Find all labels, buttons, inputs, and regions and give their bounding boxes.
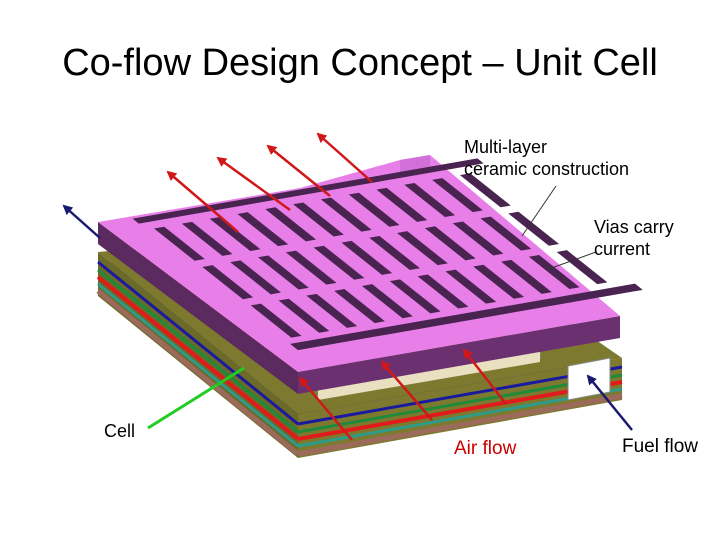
air-out-arrow (166, 170, 239, 233)
slot (285, 250, 337, 285)
fuel-out-arrow (62, 204, 101, 239)
slot (397, 231, 448, 266)
slot (341, 240, 393, 275)
manifold-slot (132, 158, 484, 224)
slot (556, 250, 608, 285)
slot (320, 197, 372, 232)
slot (306, 293, 358, 328)
slot (181, 221, 233, 256)
multilayer-leader-line (521, 185, 557, 237)
fuel-in-arrow (586, 374, 633, 431)
air-in-arrow (462, 348, 507, 405)
slot (424, 226, 476, 261)
slot (209, 217, 261, 252)
slot (445, 269, 497, 304)
air-out-arrow (266, 144, 331, 197)
fuel-flow-arrows (62, 204, 633, 431)
vias-label-line2: current (594, 239, 651, 259)
slot (417, 274, 469, 309)
slot (389, 279, 441, 314)
multilayer-label-line2: ceramic construction (464, 159, 630, 179)
top-plate-front-face (98, 222, 298, 394)
slot (501, 259, 552, 294)
top-plate-right-face (298, 316, 620, 394)
slot (230, 260, 281, 295)
slot (250, 303, 302, 338)
slot (404, 183, 456, 218)
slot (154, 226, 205, 261)
air-in-arrow (380, 360, 433, 421)
slot (528, 255, 580, 290)
slot (278, 298, 330, 333)
fuel-flow-label: Fuel flow (622, 436, 699, 457)
slot (293, 202, 344, 237)
top-plate (98, 155, 620, 394)
page-title: Co-flow Design Concept – Unit Cell (62, 42, 658, 84)
cell-label: Cell (104, 421, 136, 441)
slot (362, 284, 413, 319)
cell-pointer-arrow (147, 366, 245, 430)
air-out-arrow (316, 132, 373, 183)
slot (258, 255, 309, 290)
slot (432, 178, 483, 213)
multilayer-label: Multi-layer ceramic construction (464, 136, 629, 180)
slot (459, 173, 511, 208)
slot (313, 245, 365, 280)
manifold-slot (290, 283, 643, 351)
air-out-arrow (216, 156, 291, 212)
air-flow-arrows (166, 132, 507, 441)
multilayer-label-line1: Multi-layer (464, 137, 548, 157)
slot (452, 221, 504, 256)
vias-label-line1: Vias carry (594, 217, 674, 237)
vias-label: Vias carry current (594, 216, 674, 260)
slot (376, 187, 428, 222)
slot (369, 236, 421, 271)
slot (480, 216, 532, 251)
top-plate-surface (98, 155, 620, 372)
air-flow-label: Air flow (454, 438, 517, 459)
slot (348, 192, 400, 227)
vias-leader-line (545, 251, 597, 271)
slot (508, 211, 560, 246)
slot (237, 212, 289, 247)
slot (265, 207, 317, 242)
slot (334, 289, 385, 324)
slot (202, 265, 254, 300)
air-in-arrow (298, 376, 353, 441)
slot-grid (132, 158, 643, 351)
slot (473, 264, 525, 299)
